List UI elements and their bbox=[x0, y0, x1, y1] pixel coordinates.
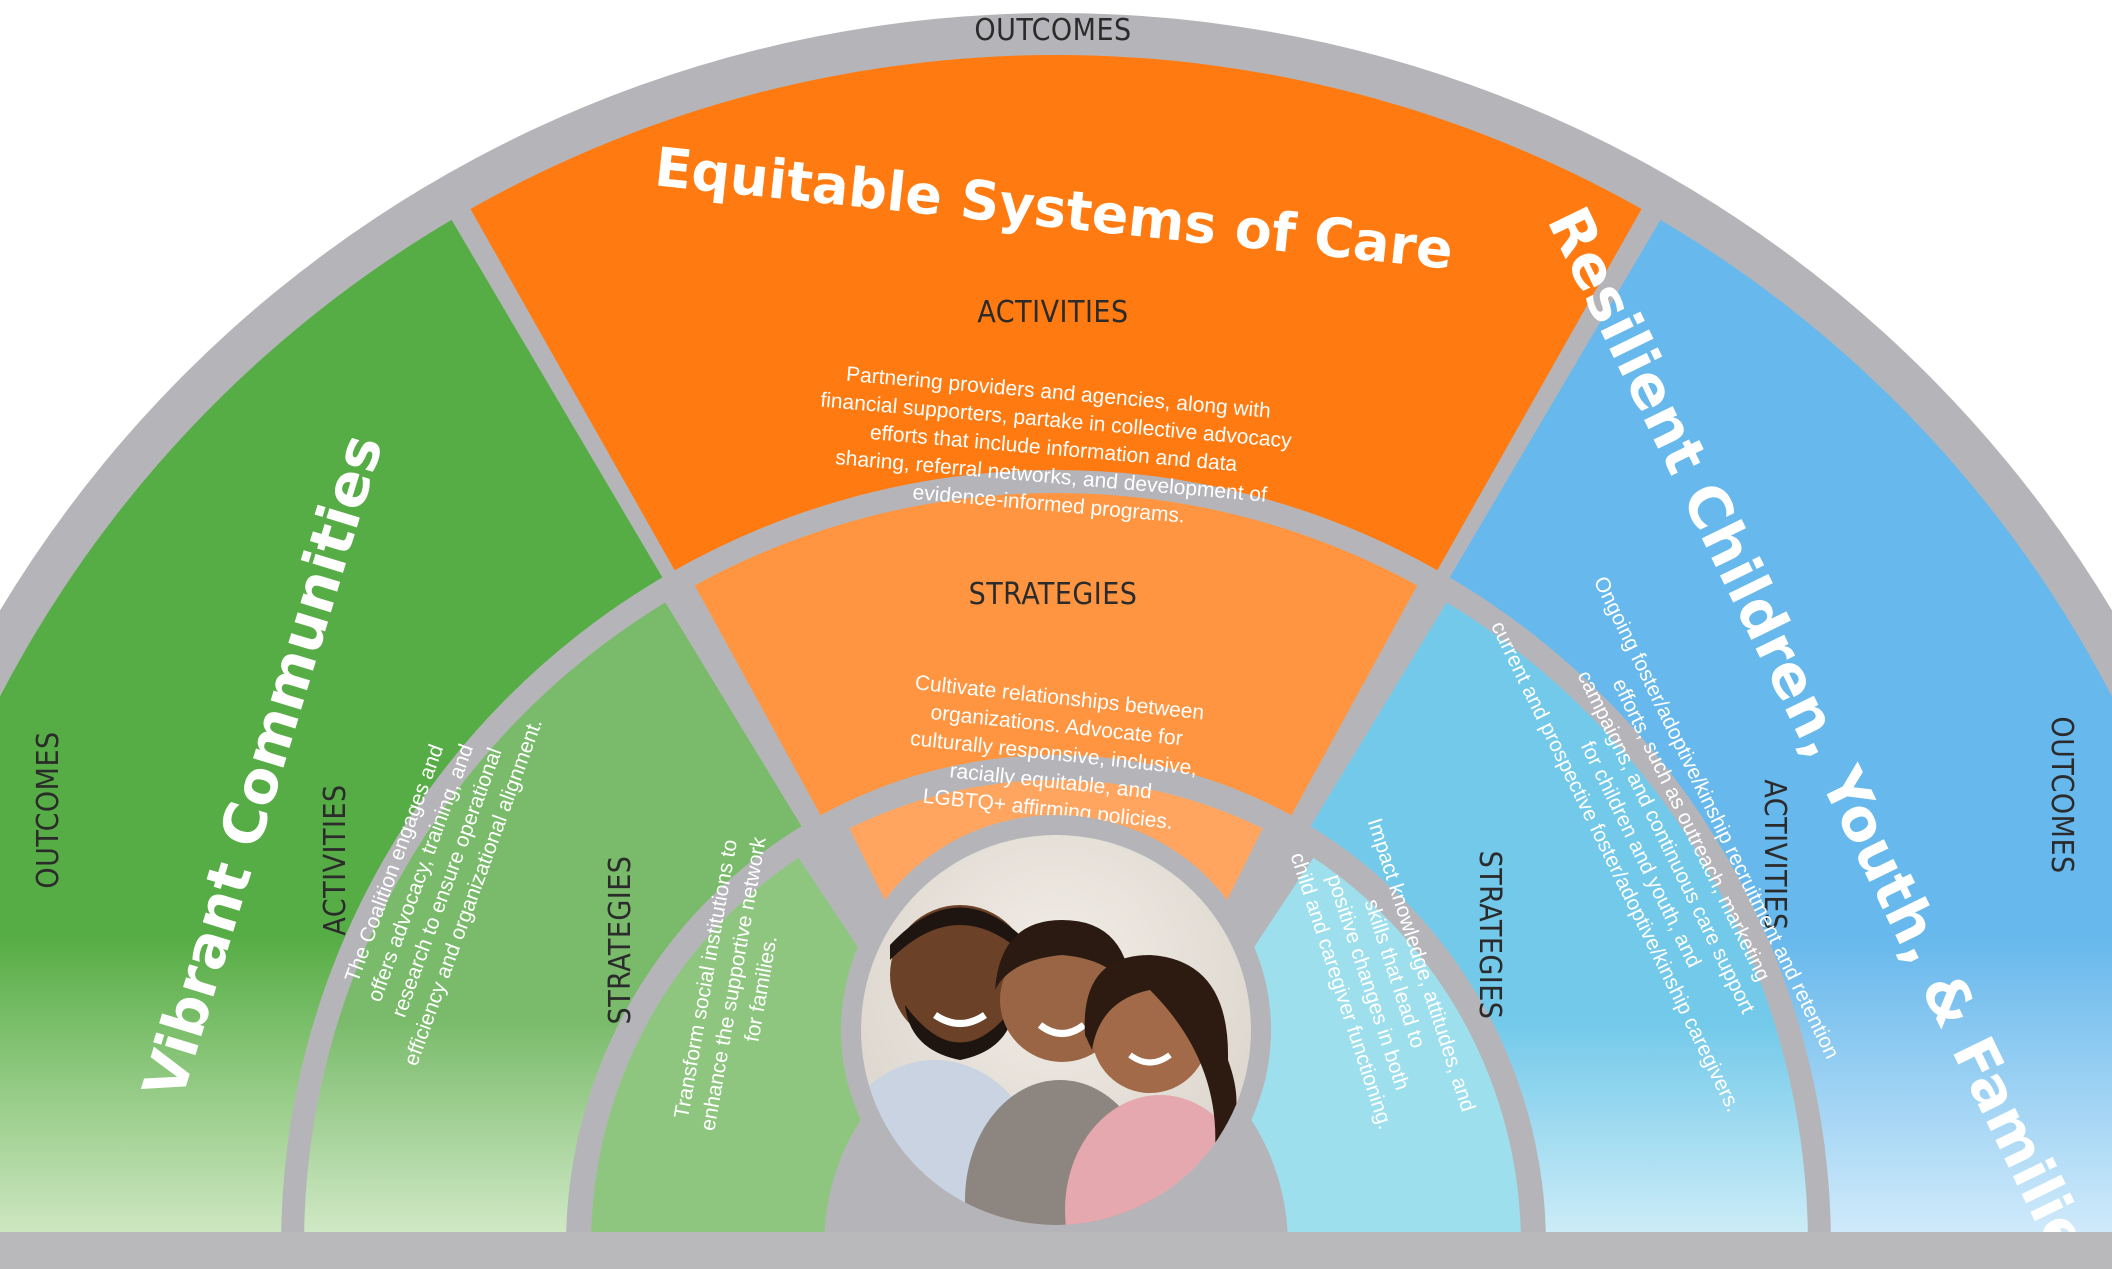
strategies-label-right: STRATEGIES bbox=[1472, 851, 1507, 1020]
right-outcomes-segment bbox=[1449, 219, 2112, 1245]
base-bar bbox=[0, 1232, 2112, 1269]
strategies-label-top: STRATEGIES bbox=[969, 577, 1138, 612]
left-outcomes-segment bbox=[0, 219, 663, 1245]
activities-label-right: ACTIVITIES bbox=[1757, 779, 1792, 930]
strategies-label-left: STRATEGIES bbox=[603, 856, 638, 1025]
left-strategies-segment bbox=[591, 857, 928, 1245]
left-activities-segment bbox=[304, 602, 802, 1245]
outcomes-label-left: OUTCOMES bbox=[31, 731, 66, 888]
activities-label-top: ACTIVITIES bbox=[977, 295, 1128, 330]
family-photo bbox=[841, 815, 1271, 1245]
outcomes-label-right: OUTCOMES bbox=[2044, 716, 2079, 873]
activities-label-left: ACTIVITIES bbox=[318, 784, 353, 935]
outcomes-label-top: OUTCOMES bbox=[974, 13, 1131, 48]
right-strategies-segment bbox=[1184, 857, 1521, 1245]
top-activities-segment bbox=[694, 492, 1418, 816]
top-outcomes-segment bbox=[470, 55, 1642, 571]
right-activities-segment bbox=[1310, 602, 1808, 1245]
